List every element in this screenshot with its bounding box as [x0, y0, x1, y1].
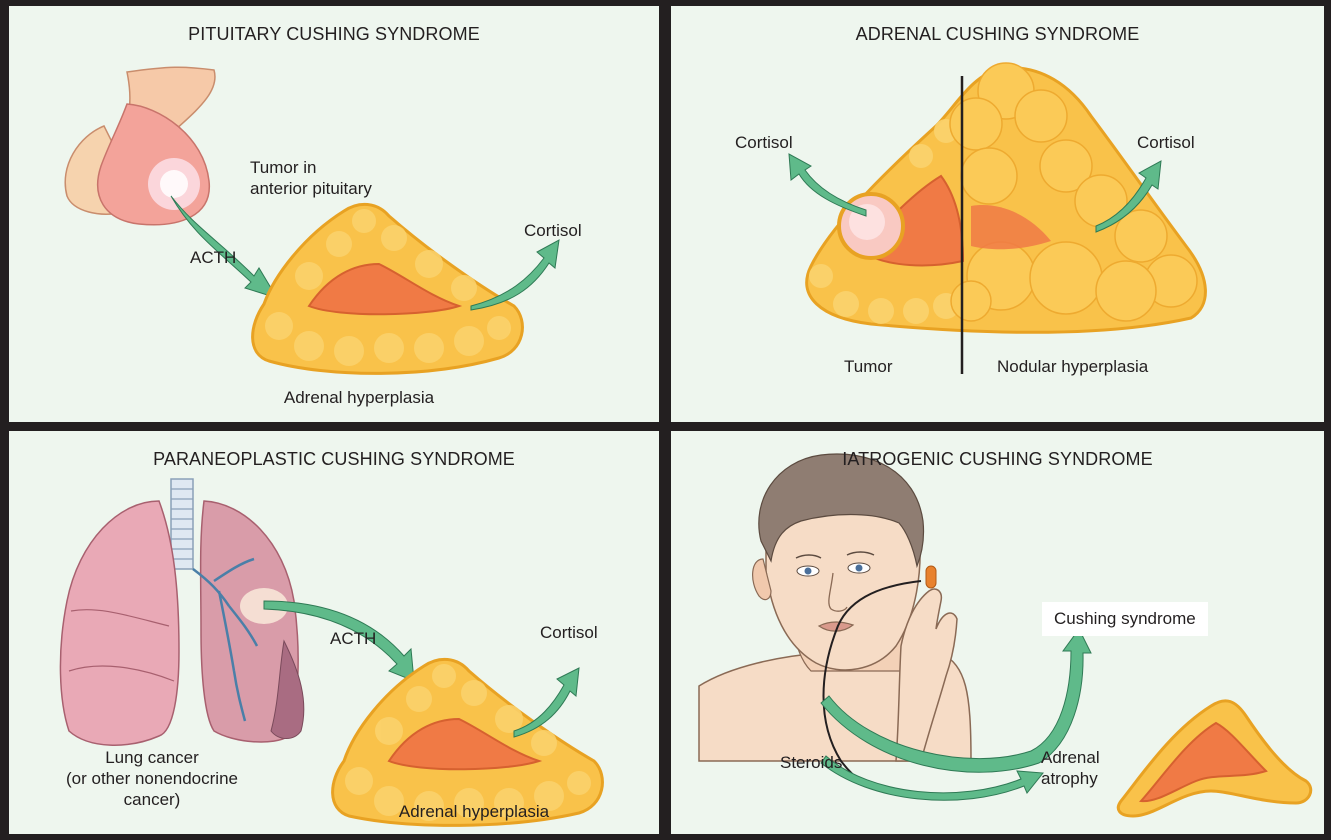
cortisol-arrow-left [789, 154, 866, 216]
adrenal-hyperplasia-label: Adrenal hyperplasia [354, 801, 594, 822]
nodular-hyperplasia-label: Nodular hyperplasia [997, 356, 1148, 377]
cortisol-label-right: Cortisol [1137, 132, 1195, 153]
lung-cancer-label: Lung cancer (or other nonendocrine cance… [47, 747, 257, 810]
cushing-syndrome-box: Cushing syndrome [1042, 602, 1208, 636]
acth-label: ACTH [330, 628, 376, 649]
acth-label: ACTH [190, 247, 236, 268]
tumor-label: Tumor [844, 356, 893, 377]
tumor-label: Tumor in anterior pituitary [250, 157, 372, 199]
pituitary-illustration [9, 6, 659, 422]
adrenal-atrophy-label: Adrenal atrophy [1041, 747, 1100, 789]
panel-pituitary: PITUITARY CUSHING SYNDROME Tumor in ante… [9, 6, 659, 422]
panel-paraneoplastic: PARANEOPLASTIC CUSHING SYNDROME ACTH Cor… [9, 431, 659, 834]
cortisol-label: Cortisol [540, 622, 598, 643]
panel-title: PITUITARY CUSHING SYNDROME [9, 24, 659, 45]
cortisol-arrow [514, 668, 579, 737]
adrenal-hyperplasia-label: Adrenal hyperplasia [239, 387, 479, 408]
steroid-pill [926, 566, 936, 588]
iatrogenic-illustration [671, 431, 1324, 834]
panel-title: PARANEOPLASTIC CUSHING SYNDROME [9, 449, 659, 470]
anterior-pituitary [98, 104, 210, 225]
cortisol-label: Cortisol [524, 220, 582, 241]
cortisol-label-left: Cortisol [735, 132, 793, 153]
steroids-label: Steroids [780, 752, 842, 773]
trachea [171, 479, 193, 569]
panel-adrenal: ADRENAL CUSHING SYNDROME Cortisol Cortis… [671, 6, 1324, 422]
panel-title: ADRENAL CUSHING SYNDROME [671, 24, 1324, 45]
left-lung [60, 501, 179, 745]
panel-iatrogenic: IATROGENIC CUSHING SYNDROME Cushing synd… [671, 431, 1324, 834]
panel-title: IATROGENIC CUSHING SYNDROME [671, 449, 1324, 470]
